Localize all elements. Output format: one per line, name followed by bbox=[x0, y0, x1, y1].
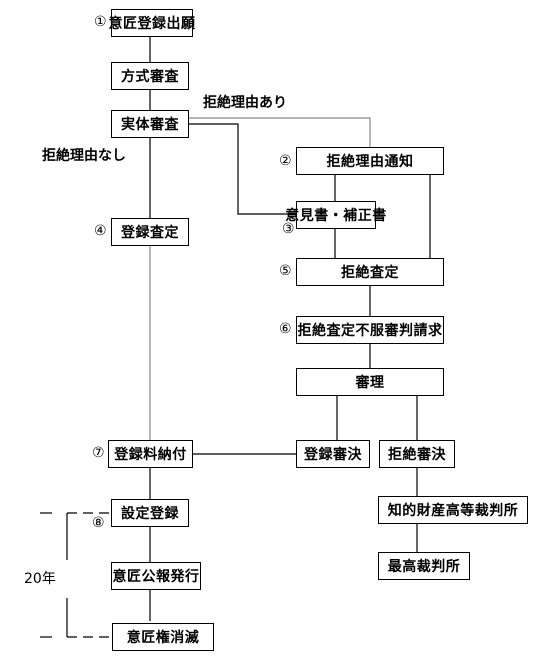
design-application-box: 意匠登録出願 bbox=[109, 9, 195, 37]
rejection-reason-exists-label: 拒絶理由あり bbox=[203, 95, 287, 111]
step-marker-1: ① bbox=[94, 14, 107, 30]
rejection-trial-decision-box: 拒絶審決 bbox=[379, 440, 455, 468]
step-marker-5: ⑤ bbox=[279, 263, 292, 279]
registration-fee-payment-box: 登録料納付 bbox=[108, 440, 193, 468]
design-right-extinction-box: 意匠権消滅 bbox=[112, 623, 214, 651]
step-marker-4: ④ bbox=[94, 223, 107, 239]
step-marker-3: ③ bbox=[282, 221, 295, 237]
step-marker-6: ⑥ bbox=[279, 321, 292, 337]
step-marker-8: ⑧ bbox=[92, 515, 105, 531]
step-marker-2: ② bbox=[279, 153, 292, 169]
written-opinion-amendment-box: 意見書・補正書 bbox=[285, 201, 386, 229]
no-rejection-reason-label: 拒絶理由なし bbox=[42, 148, 126, 164]
supreme-court-box: 最高裁判所 bbox=[378, 552, 470, 580]
substantive-examination-box: 実体審査 bbox=[111, 110, 189, 138]
step-marker-7: ⑦ bbox=[92, 445, 105, 461]
rejection-notice-box: 拒絶理由通知 bbox=[296, 147, 444, 175]
twenty-years-label: 20年 bbox=[24, 571, 56, 587]
appeal-request-box: 拒絶査定不服審判請求 bbox=[296, 316, 444, 344]
ip-high-court-box: 知的財産高等裁判所 bbox=[378, 496, 528, 524]
registration-trial-decision-box: 登録審決 bbox=[296, 440, 370, 468]
design-bulletin-box: 意匠公報発行 bbox=[111, 562, 201, 590]
rejection-decision-box: 拒絶査定 bbox=[296, 258, 444, 286]
setup-registration-box: 設定登録 bbox=[111, 499, 189, 527]
trial-box: 審理 bbox=[296, 368, 444, 396]
registration-decision-box: 登録査定 bbox=[111, 218, 189, 246]
formality-examination-box: 方式審査 bbox=[111, 62, 189, 90]
